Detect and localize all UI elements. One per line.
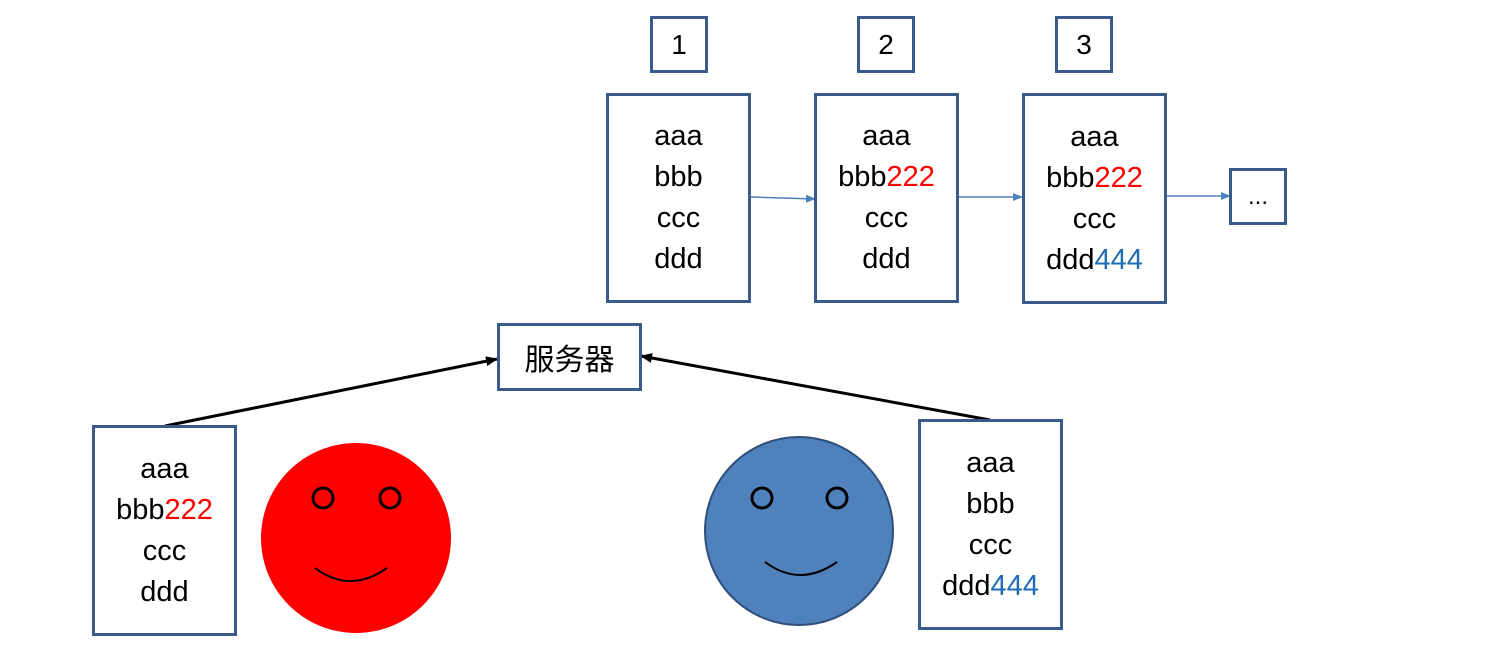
version-label-2: 2 xyxy=(857,16,915,73)
blue-client-doc: aaa bbb ccc ddd444 xyxy=(918,419,1063,630)
doc-line: ddd444 xyxy=(942,569,1039,602)
doc-line: ccc xyxy=(968,528,1013,561)
doc-line: bbb222 xyxy=(838,161,935,193)
doc-line: bbb222 xyxy=(1046,161,1143,194)
doc-line: ddd xyxy=(862,243,911,275)
blue-face-right-eye xyxy=(825,486,849,510)
doc-line: bbb xyxy=(966,487,1015,520)
version-label-1: 1 xyxy=(650,16,708,73)
doc-line: aaa xyxy=(862,120,911,152)
doc-line: ccc xyxy=(142,534,187,567)
red-client-doc: aaa bbb222 ccc ddd xyxy=(92,425,237,636)
server-label: 服务器 xyxy=(524,343,615,378)
version-doc-3: aaa bbb222 ccc ddd444 xyxy=(1022,93,1167,304)
version-number: 3 xyxy=(1076,28,1092,60)
doc-line: ddd xyxy=(654,243,703,275)
red-face-right-eye xyxy=(378,486,402,510)
doc-line: aaa xyxy=(1070,120,1119,153)
doc-line: aaa xyxy=(654,120,703,152)
doc-line: ccc xyxy=(1072,202,1117,235)
version-label-3: 3 xyxy=(1055,16,1113,73)
doc-line: ccc xyxy=(864,202,909,234)
arrow-blue-client-to-server xyxy=(640,353,991,422)
doc-line: ddd444 xyxy=(1046,243,1143,276)
doc-line: ccc xyxy=(656,202,701,234)
red-smiley-face xyxy=(261,443,451,633)
version-number: 1 xyxy=(671,28,687,60)
doc-line: aaa xyxy=(966,446,1015,479)
server-box: 服务器 xyxy=(497,323,642,391)
arrow-v1-to-v2 xyxy=(749,194,816,203)
version-number: 2 xyxy=(878,28,894,60)
doc-line: ddd xyxy=(140,575,189,608)
doc-line: bbb xyxy=(654,161,703,193)
arrow-red-client-to-server xyxy=(164,356,498,428)
version-doc-1: aaa bbb ccc ddd xyxy=(606,93,751,303)
blue-face-left-eye xyxy=(750,486,774,510)
ellipsis-box: ... xyxy=(1229,168,1287,225)
ellipsis-text: ... xyxy=(1247,182,1268,210)
blue-face-smile xyxy=(764,561,838,576)
doc-line: aaa xyxy=(140,452,189,485)
version-doc-2: aaa bbb222 ccc ddd xyxy=(814,93,959,303)
blue-smiley-face xyxy=(704,436,894,626)
red-face-smile xyxy=(314,567,388,582)
doc-line: bbb222 xyxy=(116,493,213,526)
red-face-left-eye xyxy=(311,486,335,510)
